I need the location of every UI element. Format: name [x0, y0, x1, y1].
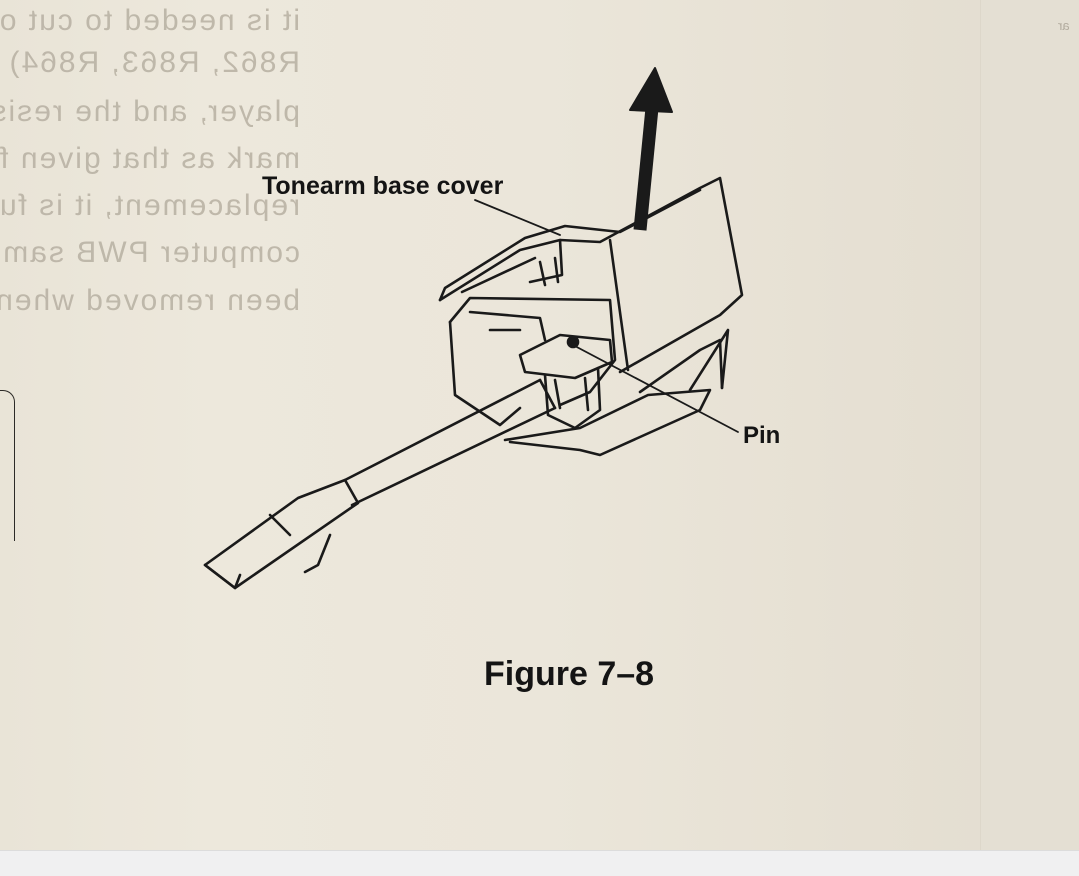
tonearm-base: [468, 310, 547, 342]
headshell: [303, 533, 332, 574]
headshell: [268, 513, 292, 537]
headshell: [203, 478, 360, 590]
tonearm-illustration: [203, 67, 744, 590]
right-page-margin: [980, 0, 1079, 850]
scanned-page: ar it is needed to cut off one of the fo…: [0, 0, 1079, 850]
pin-label: Pin: [743, 422, 781, 449]
left-diagram-edge: [0, 390, 15, 541]
cover: [528, 238, 564, 284]
pin-dot: [566, 335, 580, 349]
cover: [438, 176, 744, 374]
cover: [553, 256, 560, 284]
lift-arrow: [629, 67, 673, 113]
bleed-through-line: it is needed to cut off one of the four …: [0, 4, 300, 37]
pivot: [553, 378, 562, 410]
cover: [438, 188, 702, 302]
base-plate: [503, 388, 712, 457]
tonearm-base-cover-label: Tonearm base cover: [262, 172, 504, 200]
base-plate: [688, 328, 730, 392]
leader-line-pin: [572, 344, 739, 433]
cover: [608, 238, 630, 372]
base-plate: [638, 338, 724, 394]
figure-caption: Figure 7–8: [484, 655, 655, 693]
viewer-bottom-bar: [0, 850, 1079, 876]
cover: [538, 260, 547, 287]
headshell: [203, 563, 242, 590]
pivot: [518, 333, 614, 380]
tonearm-base: [448, 320, 522, 427]
leader-line-cover: [474, 199, 561, 236]
cover: [460, 256, 537, 294]
tonearm-pipe: [350, 406, 557, 507]
tonearm-base: [448, 296, 617, 407]
pivot: [583, 376, 590, 412]
tonearm-pipe: [343, 378, 542, 482]
lift-arrow: [633, 107, 659, 231]
right-page-mark: ar: [1058, 18, 1070, 33]
